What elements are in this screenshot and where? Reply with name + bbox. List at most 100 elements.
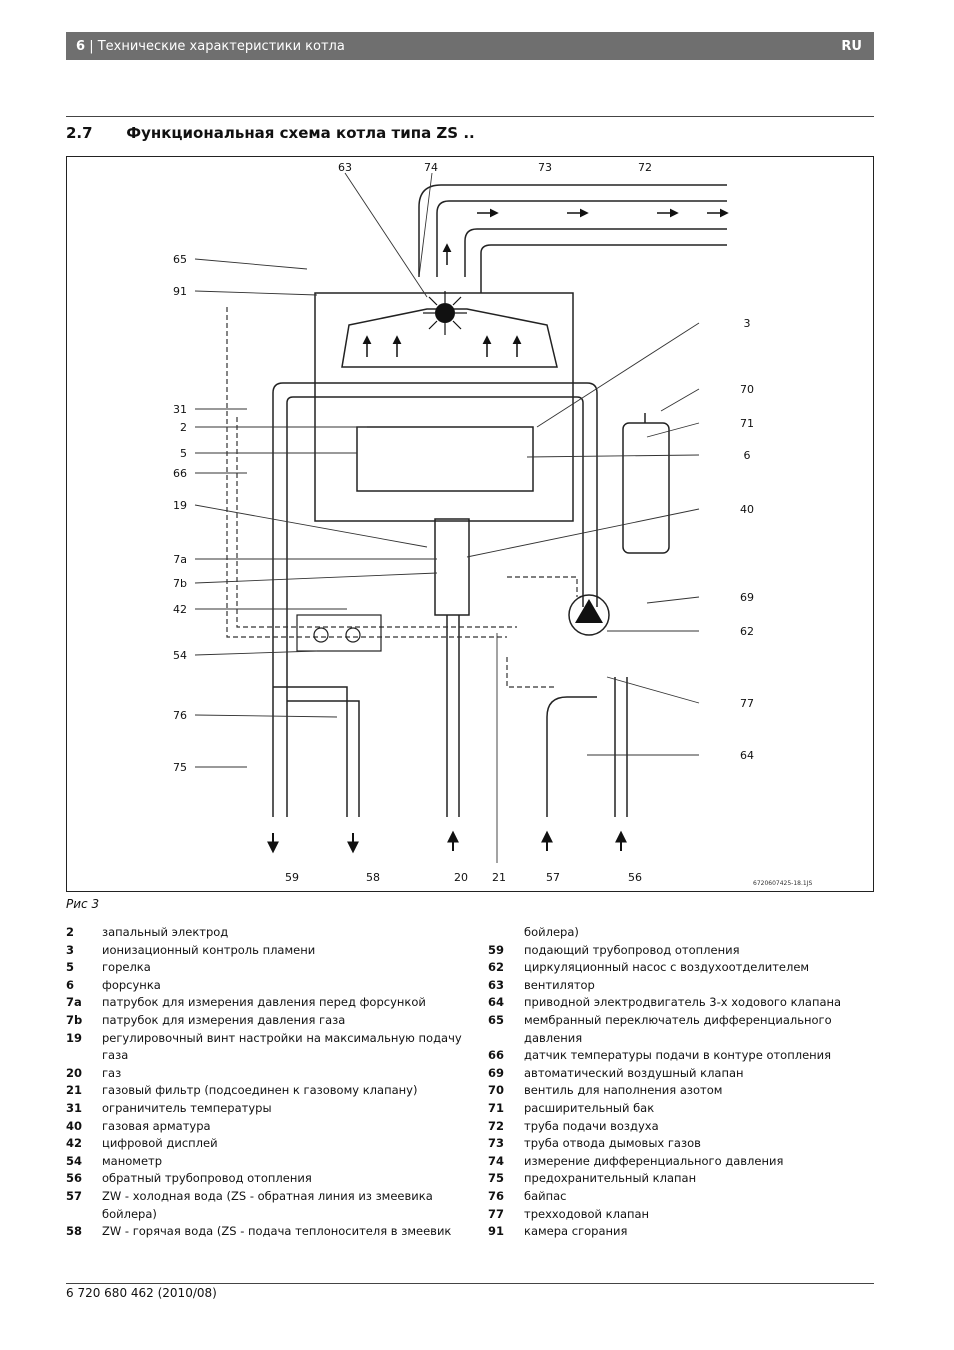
- section-title: 2.7 Функциональная схема котла типа ZS .…: [66, 124, 475, 142]
- callout-labels-right: 3 70 71 6 40 69 62 77 64: [740, 317, 754, 762]
- legend-text: камера сгорания: [524, 1224, 628, 1239]
- legend-text: вентиль для наполнения азотом: [524, 1083, 723, 1098]
- legend-text: патрубок для измерения давления перед фо…: [102, 995, 426, 1010]
- bottom-arrows: [267, 830, 627, 854]
- legend-row: 59 подающий трубопровод отопления: [488, 942, 874, 960]
- callout-labels-top: 63 74 73 72: [338, 161, 652, 174]
- section-rule: [66, 116, 874, 117]
- legend-text: вентилятор: [524, 977, 595, 992]
- legend-text: ZW - горячая вода (ZS - подача теплоноси…: [102, 1224, 452, 1239]
- legend-key: 62: [488, 960, 505, 975]
- legend-text: горелка: [102, 960, 151, 975]
- legend-text: обратный трубопровод отопления: [102, 1171, 312, 1186]
- legend-key: 7b: [66, 1012, 83, 1027]
- page-header: 6 | Технические характеристики котла RU: [66, 32, 874, 60]
- legend-text: бойлера): [524, 925, 579, 939]
- header-separator: |: [89, 38, 98, 54]
- legend-text: подающий трубопровод отопления: [524, 942, 740, 957]
- heat-arrows: [362, 335, 522, 357]
- flue-arrows: [442, 208, 729, 265]
- label-40: 40: [740, 503, 754, 516]
- legend-text: труба отвода дымовых газов: [524, 1136, 701, 1151]
- control-panel: [296, 614, 382, 652]
- label-63: 63: [338, 161, 352, 174]
- label-69: 69: [740, 591, 754, 604]
- legend-row: 64 приводной электродвигатель 3-х ходовог…: [488, 994, 874, 1012]
- legend-key: 64: [488, 995, 505, 1010]
- legend-text: автоматический воздушный клапан: [524, 1065, 744, 1080]
- combustion-chamber: [314, 292, 574, 522]
- legend-text: мембранный переключатель дифференциально…: [524, 1012, 832, 1045]
- footer-rule: [66, 1283, 874, 1284]
- label-6: 6: [744, 449, 751, 462]
- legend-key: 59: [488, 942, 505, 957]
- legend-key: 65: [488, 1012, 505, 1027]
- label-57: 57: [546, 871, 560, 884]
- flue-pipes: [418, 184, 727, 293]
- legend-key: 21: [66, 1083, 83, 1098]
- legend-key: 56: [66, 1171, 83, 1186]
- legend-text: манометр: [102, 1153, 163, 1168]
- legend-key: 40: [66, 1118, 83, 1133]
- callout-labels-left: 65 91 31 2 5 66 19 7a 7b 42 54 76 75: [173, 253, 187, 774]
- pump-icon: [568, 594, 610, 636]
- label-64: 64: [740, 749, 754, 762]
- legend-key: 70: [488, 1083, 505, 1098]
- label-65: 65: [173, 253, 187, 266]
- legend-key: 19: [66, 1030, 83, 1045]
- label-66: 66: [173, 467, 187, 480]
- diagram-svg: 63 74 73 72 65 91 31 2 5 66 19 7a 7b 42 …: [173, 161, 812, 887]
- legend-text: газовая арматура: [102, 1118, 211, 1133]
- legend-text: цифровой дисплей: [102, 1136, 218, 1151]
- label-20: 20: [454, 871, 468, 884]
- footer-doc-number: 6 720 680 462 (2010/08): [66, 1286, 217, 1300]
- legend-key: 74: [488, 1153, 505, 1168]
- legend-text: газ: [102, 1065, 122, 1080]
- legend-key: 5: [66, 960, 75, 975]
- legend-text: расширительный бак: [524, 1100, 655, 1115]
- label-72: 72: [638, 161, 652, 174]
- label-91: 91: [173, 285, 187, 298]
- callout-labels-bottom: 59 58 20 21 57 56: [285, 871, 642, 884]
- legend-key: 71: [488, 1100, 505, 1115]
- legend-text: приводной электродвигатель 3-х ходового …: [524, 995, 842, 1010]
- legend-row: 70 вентиль для наполнения азотом: [488, 1082, 874, 1100]
- label-62: 62: [740, 625, 754, 638]
- legend-key: 58: [66, 1224, 83, 1239]
- heating-circuit: [272, 382, 628, 817]
- label-5: 5: [180, 447, 187, 460]
- figure-caption: Рис 3: [66, 897, 100, 911]
- legend-text: датчик температуры подачи в контуре отоп…: [524, 1048, 832, 1063]
- label-54: 54: [173, 649, 187, 662]
- legend-key: 77: [488, 1206, 505, 1221]
- label-71: 71: [740, 417, 754, 430]
- legend-text: ограничитель температуры: [102, 1100, 272, 1115]
- label-76: 76: [173, 709, 187, 722]
- control-dashes: [226, 307, 578, 688]
- language-code: RU: [841, 38, 862, 54]
- legend-key: 2: [66, 925, 75, 939]
- legend-row: 5 горелка: [66, 959, 466, 977]
- label-75: 75: [173, 761, 187, 774]
- fan-icon: [423, 291, 467, 335]
- label-2: 2: [180, 421, 187, 434]
- legend-text: ZW - холодная вода (ZS - обратная линия …: [102, 1188, 433, 1221]
- leader-lines: [194, 172, 700, 863]
- legend-text: предохранительный клапан: [524, 1171, 697, 1186]
